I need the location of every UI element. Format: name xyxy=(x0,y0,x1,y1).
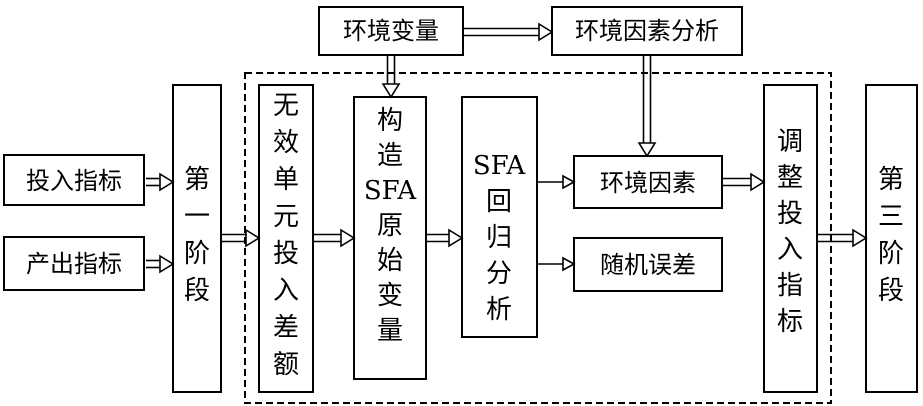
stage-three-label: 第三阶段 xyxy=(878,165,904,306)
arrow-construct-to-sfa xyxy=(427,228,464,248)
arrow-stage-one-to-slack xyxy=(222,228,261,248)
random-error-box xyxy=(573,237,723,292)
stage-one-label: 第一阶段 xyxy=(184,165,210,306)
stage-one-box xyxy=(172,84,222,393)
slack-inputs-label: 无效单元投入差额 xyxy=(273,91,299,380)
random-error-label: 随机误差 xyxy=(600,251,696,279)
arrow-sfa-to-random-error xyxy=(538,256,576,272)
arrow-slack-to-construct xyxy=(314,228,356,248)
output-indicators-label: 产出指标 xyxy=(26,250,122,278)
arrow-env-vars-to-analysis xyxy=(464,22,554,42)
adjust-inputs-label: 调整投入指标 xyxy=(777,127,803,337)
env-variables-box xyxy=(318,6,464,56)
input-indicators-box xyxy=(3,154,145,206)
slack-inputs-box xyxy=(258,84,314,393)
sfa-regression-box xyxy=(461,96,538,338)
env-factor-analysis-label: 环境因素分析 xyxy=(575,17,719,45)
output-indicators-box xyxy=(3,236,145,291)
arrow-adjust-to-stage-three xyxy=(818,228,868,248)
arrow-sfa-to-env-factors xyxy=(538,174,576,190)
arrow-input-to-stage-one xyxy=(146,172,175,192)
arrow-env-vars-to-construct xyxy=(381,56,401,99)
stage-three-box xyxy=(865,84,918,393)
adjust-inputs-box xyxy=(763,84,818,393)
arrow-analysis-to-env-factors xyxy=(637,56,657,158)
arrow-env-factors-to-adjust xyxy=(723,172,766,192)
env-factor-analysis-box xyxy=(551,6,743,56)
env-factors-label: 环境因素 xyxy=(600,169,696,197)
env-variables-label: 环境变量 xyxy=(343,17,439,45)
input-indicators-label: 投入指标 xyxy=(26,167,122,195)
arrow-output-to-stage-one xyxy=(146,254,175,274)
stage-two-frame xyxy=(244,72,832,404)
